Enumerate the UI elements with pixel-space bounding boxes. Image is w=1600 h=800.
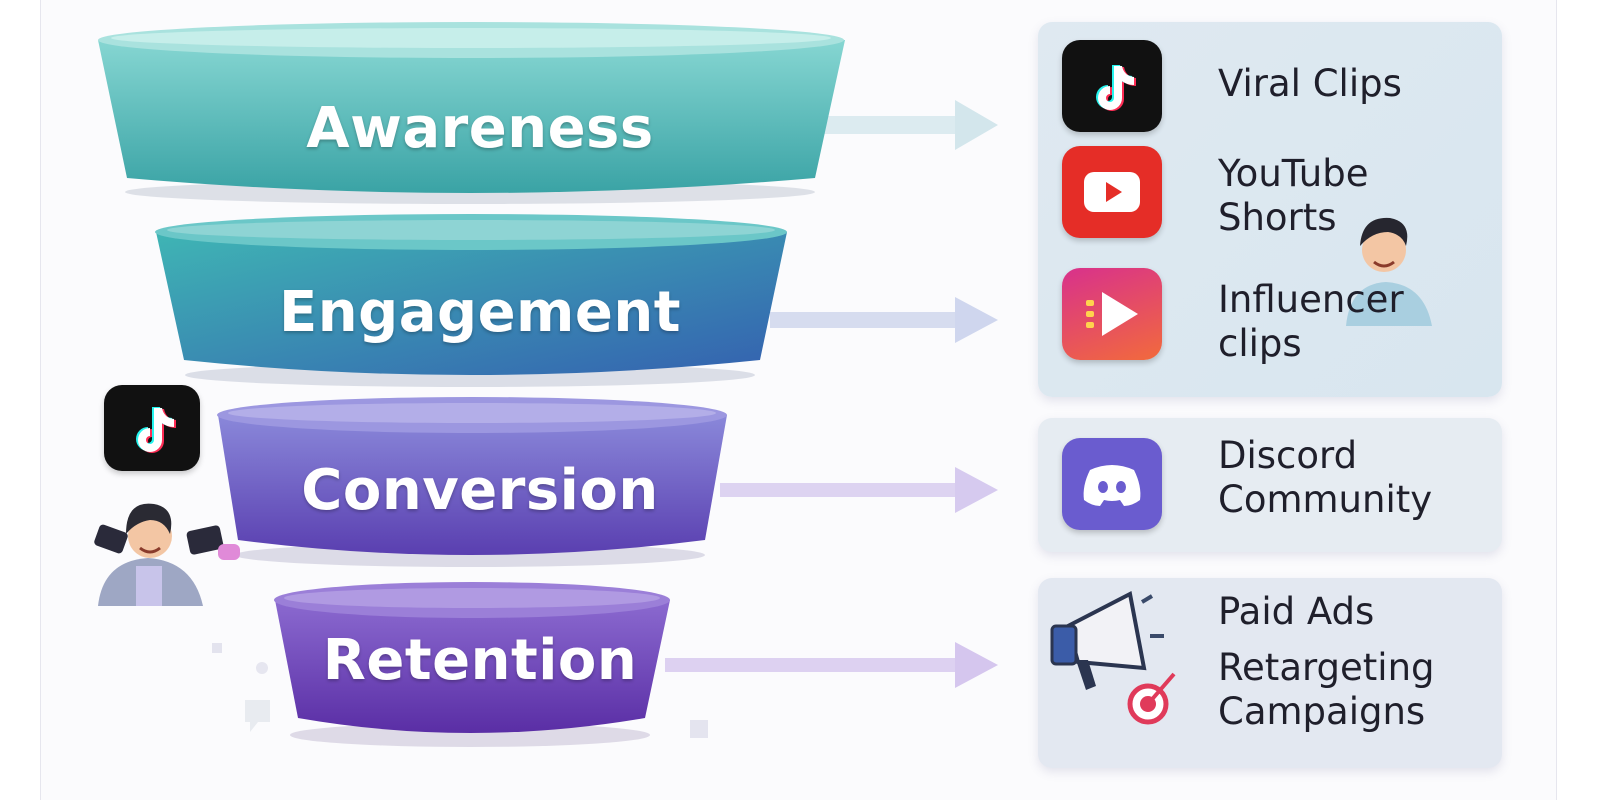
funnel-stage-retention [274,582,670,747]
stage-label-retention: Retention [322,628,638,693]
channel-label-retargeting-campaigns: Retargeting Campaigns [1218,646,1435,734]
channel-label-discord-community: Discord Community [1218,434,1432,522]
chat-bubble-icon [245,700,270,732]
megaphone-icon [1050,590,1176,725]
channel-label-line: Influencer [1218,278,1404,321]
channel-label-influencer-clips: Influencer clips [1218,278,1404,366]
channel-label-youtube-shorts: YouTube Shorts [1218,152,1368,240]
arrow-awareness [820,100,998,150]
arrow-engagement [770,297,998,343]
decor-square [690,720,708,738]
arrow-conversion [720,467,998,513]
tiktok-icon [104,385,200,471]
channel-label-paid-ads: Paid Ads [1218,590,1375,633]
decor-square [212,643,222,653]
channel-label-line: Shorts [1218,196,1337,239]
video-play-icon [1062,268,1162,360]
discord-icon [1062,438,1162,530]
youtube-icon [1062,146,1162,238]
channel-label-viral-clips: Viral Clips [1218,62,1402,105]
person-avatar-illustration [1346,217,1432,326]
channel-label-line: Campaigns [1218,690,1426,733]
tiktok-icon [1062,40,1162,132]
channel-label-line: clips [1218,322,1302,365]
arrow-retention [665,642,998,688]
funnel-stage-awareness [98,22,845,204]
channel-label-line: Retargeting [1218,646,1435,689]
stage-label-conversion: Conversion [301,458,659,523]
funnel-stage-engagement [155,214,787,387]
stage-label-awareness: Awareness [306,96,654,161]
channel-label-line: Discord [1218,434,1358,477]
funnel-stage-conversion [217,397,727,567]
stage-label-engagement: Engagement [278,280,682,345]
decor-dot [256,662,268,674]
channel-label-line: YouTube [1218,152,1369,195]
person-with-phone-illustration [94,503,240,606]
channel-label-line: Community [1218,478,1433,521]
